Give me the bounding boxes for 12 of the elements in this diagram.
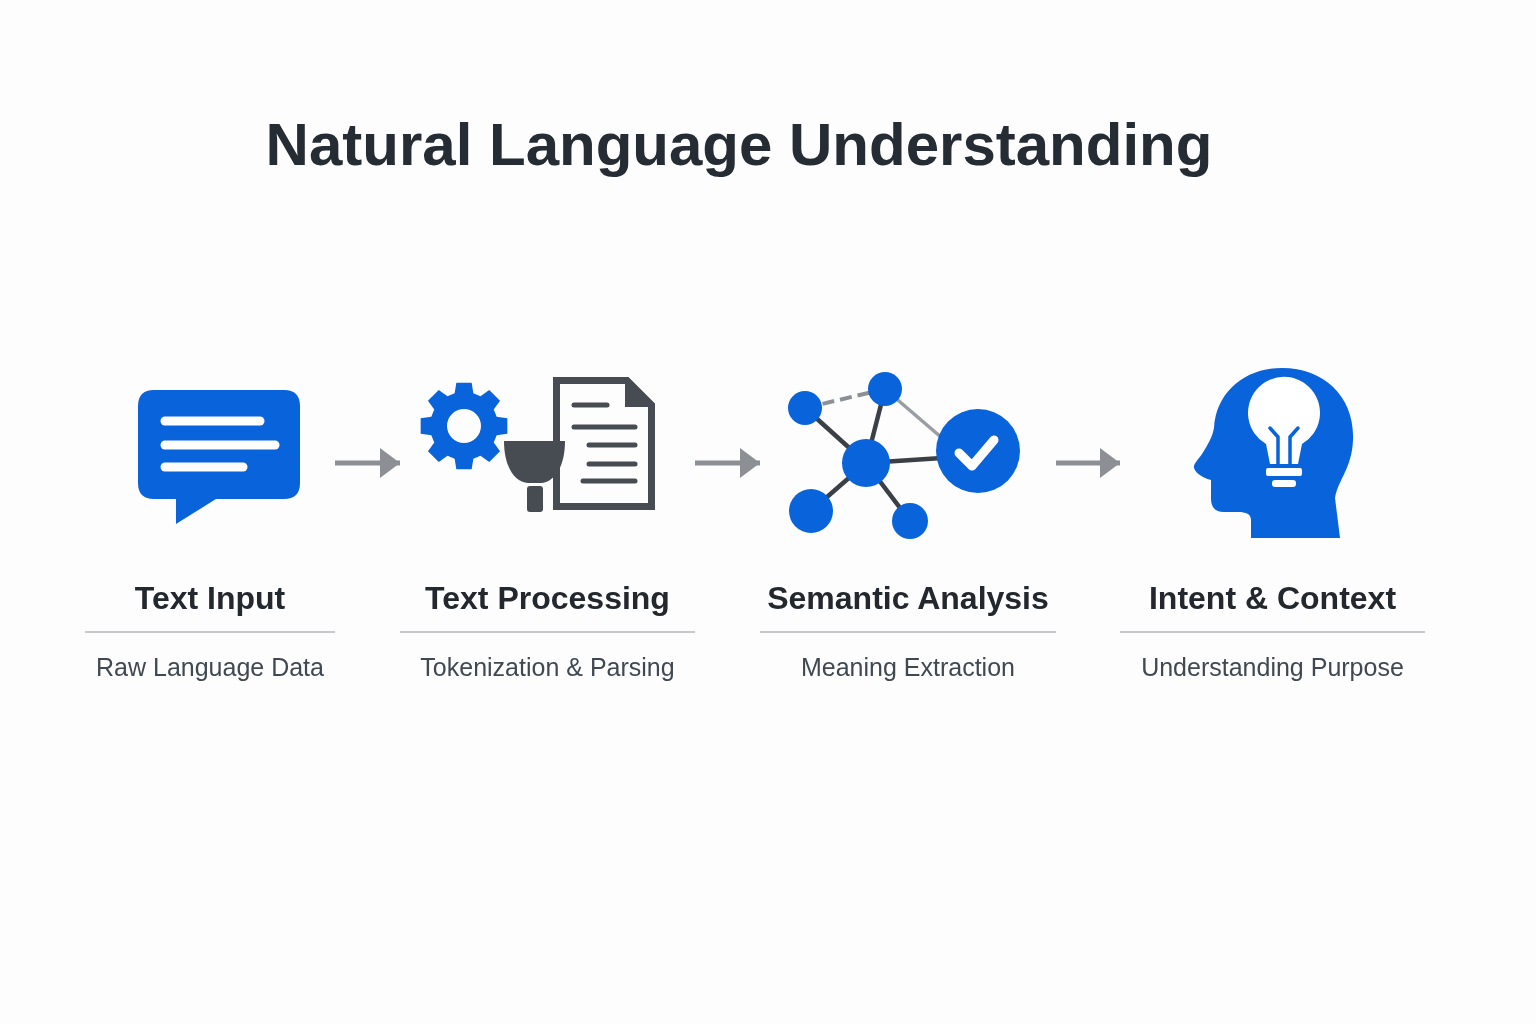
step-heading: Text Processing [425,579,670,618]
step-heading: Semantic Analysis [767,579,1049,618]
step-heading: Intent & Context [1148,579,1397,618]
arrow [1056,448,1120,478]
diagram-title: Natural Language Understanding [265,110,1213,180]
arrow [695,448,760,478]
step-description: Raw Language Data [96,652,324,683]
step-heading: Text Input [134,579,286,618]
step-description: Tokenization & Parsing [420,652,675,683]
step-description: Meaning Extraction [801,652,1015,683]
step-description: Understanding Purpose [1141,652,1404,683]
arrow [335,448,400,478]
